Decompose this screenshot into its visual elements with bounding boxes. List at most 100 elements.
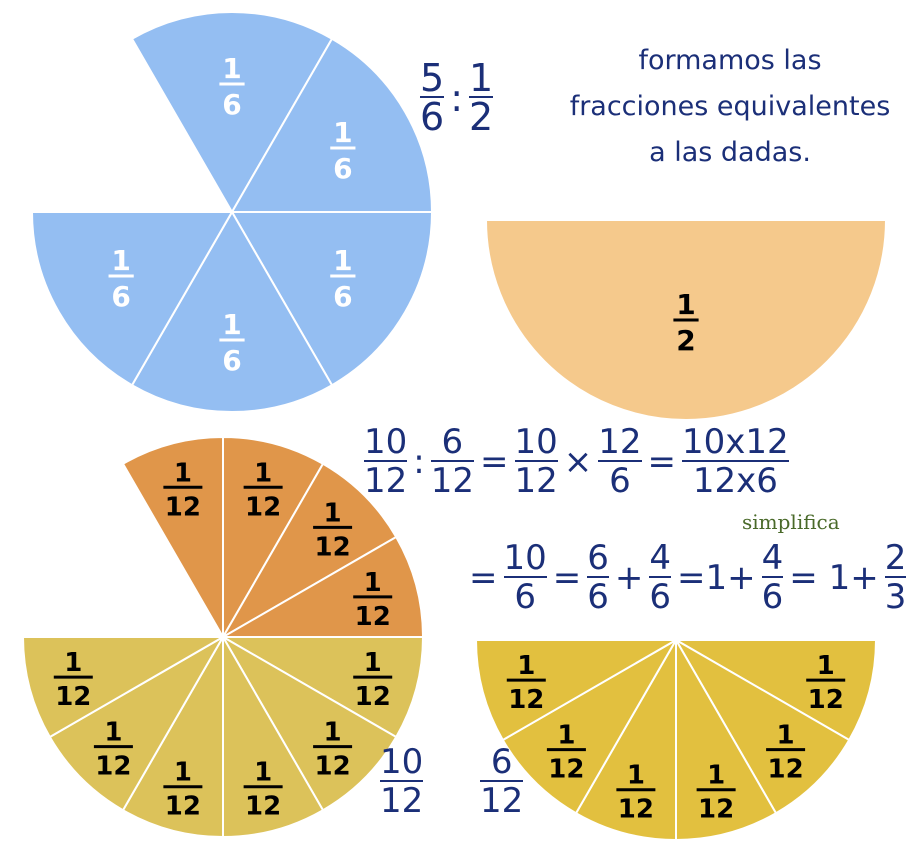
numerator: 1 — [469, 56, 494, 100]
sixth-label-denominator: 6 — [111, 280, 130, 313]
sixth-label-denominator: 6 — [222, 344, 241, 377]
twelfth-label-numerator: 1 — [324, 718, 342, 748]
operator: = — [469, 558, 498, 598]
twelfth-right-label-numerator: 1 — [777, 721, 795, 751]
numerator: 6 — [587, 538, 609, 578]
twelfth-label-denominator: 12 — [245, 792, 281, 822]
denominator: 3 — [884, 577, 907, 617]
simplify-label: simplifica — [742, 510, 840, 534]
twelfth-label-numerator: 1 — [254, 458, 272, 488]
twelfth-label-denominator: 12 — [355, 682, 391, 712]
denominator: 12 — [364, 461, 408, 501]
operator: = — [552, 558, 582, 598]
sixth-label-denominator: 6 — [222, 88, 241, 121]
sixth-label-numerator: 1 — [333, 116, 352, 149]
denominator: 6 — [587, 577, 609, 617]
numerator: 5 — [420, 56, 445, 100]
sixth-sector — [230, 211, 434, 387]
twelfth-right-label-numerator: 1 — [557, 721, 575, 751]
sixth-label-numerator: 1 — [222, 52, 241, 85]
twelfth-label-numerator: 1 — [364, 648, 382, 678]
numerator: 10 — [514, 422, 558, 462]
half-label-numerator: 1 — [676, 288, 695, 321]
twelfth-label-numerator: 1 — [254, 758, 272, 788]
division-sign: : — [450, 76, 463, 120]
twelfth-right-label-denominator: 12 — [548, 755, 584, 785]
twelfth-label-denominator: 12 — [165, 492, 201, 522]
operator: × — [563, 442, 593, 482]
twelfth-label-numerator: 1 — [364, 568, 382, 598]
twelfth-orange-sector — [220, 462, 398, 640]
twelfth-yellow-sector — [21, 636, 227, 739]
twelfth-label-denominator: 12 — [165, 792, 201, 822]
half-label-denominator: 2 — [676, 324, 695, 357]
sixth-label-numerator: 1 — [333, 244, 352, 277]
sixth-sector — [230, 37, 434, 213]
denominator: 2 — [469, 95, 494, 139]
twelfth-label-denominator: 12 — [245, 492, 281, 522]
operator: = — [647, 442, 677, 482]
operator: : — [413, 442, 425, 482]
twelfth-yellow-sector — [219, 636, 425, 739]
sixth-sector — [30, 211, 234, 387]
numerator: 10 — [364, 422, 408, 462]
twelfth-right-sector — [474, 639, 680, 742]
numerator: 6 — [490, 742, 513, 782]
denominator: 12x6 — [692, 461, 778, 501]
twelfth-orange-sector — [219, 535, 425, 638]
instruction-note: formamos las fracciones equivalentes a l… — [545, 38, 910, 176]
denominator: 12 — [514, 461, 558, 501]
denominator: 12 — [480, 781, 524, 821]
twelfth-label-numerator: 1 — [324, 498, 342, 528]
sixth-label-numerator: 1 — [222, 308, 241, 341]
twelfth-label-numerator: 1 — [174, 458, 192, 488]
denominator: 12 — [430, 461, 474, 501]
twelfth-label-denominator: 12 — [315, 752, 351, 782]
numerator: 4 — [649, 538, 672, 578]
denominator: 6 — [420, 95, 445, 139]
fraction-bar — [469, 96, 494, 98]
numerator: 2 — [884, 538, 907, 578]
twelfth-right-label-denominator: 12 — [808, 685, 844, 715]
twelfth-label-numerator: 1 — [104, 718, 122, 748]
sixth-sector — [130, 210, 334, 413]
denominator: 12 — [380, 781, 424, 821]
sixth-label-denominator: 6 — [333, 152, 352, 185]
numerator: 6 — [441, 422, 464, 462]
sixth-label-numerator: 1 — [111, 244, 130, 277]
denominator: 6 — [609, 461, 631, 501]
twelfth-yellow-sector — [48, 634, 226, 812]
twelfth-label-numerator: 1 — [174, 758, 192, 788]
note-line: fracciones equivalentes — [569, 91, 891, 122]
twelfth-right-sector — [673, 637, 851, 815]
note-line: a las dadas. — [649, 137, 811, 168]
operator: = 1+ — [789, 558, 879, 598]
twelfth-right-sector — [672, 639, 878, 742]
operator: = — [480, 442, 509, 482]
operator: + — [614, 558, 644, 598]
twelfth-right-label-numerator: 1 — [707, 761, 725, 791]
numerator: 10x12 — [682, 422, 789, 462]
twelfth-label-denominator: 12 — [95, 752, 131, 782]
twelfth-right-label-numerator: 1 — [517, 651, 535, 681]
denominator: 6 — [514, 577, 536, 617]
twelfth-yellow-sector — [220, 634, 398, 812]
twelfth-label-numerator: 1 — [64, 648, 82, 678]
twelfth-right-label-denominator: 12 — [508, 685, 544, 715]
note-line: formamos las — [638, 45, 822, 76]
numerator: 10 — [503, 538, 547, 578]
fraction-bar — [420, 96, 445, 98]
twelfth-right-label-denominator: 12 — [768, 755, 804, 785]
twelfth-label-denominator: 12 — [315, 532, 351, 562]
numerator: 4 — [761, 538, 784, 578]
twelfth-right-label-denominator: 12 — [618, 795, 654, 825]
